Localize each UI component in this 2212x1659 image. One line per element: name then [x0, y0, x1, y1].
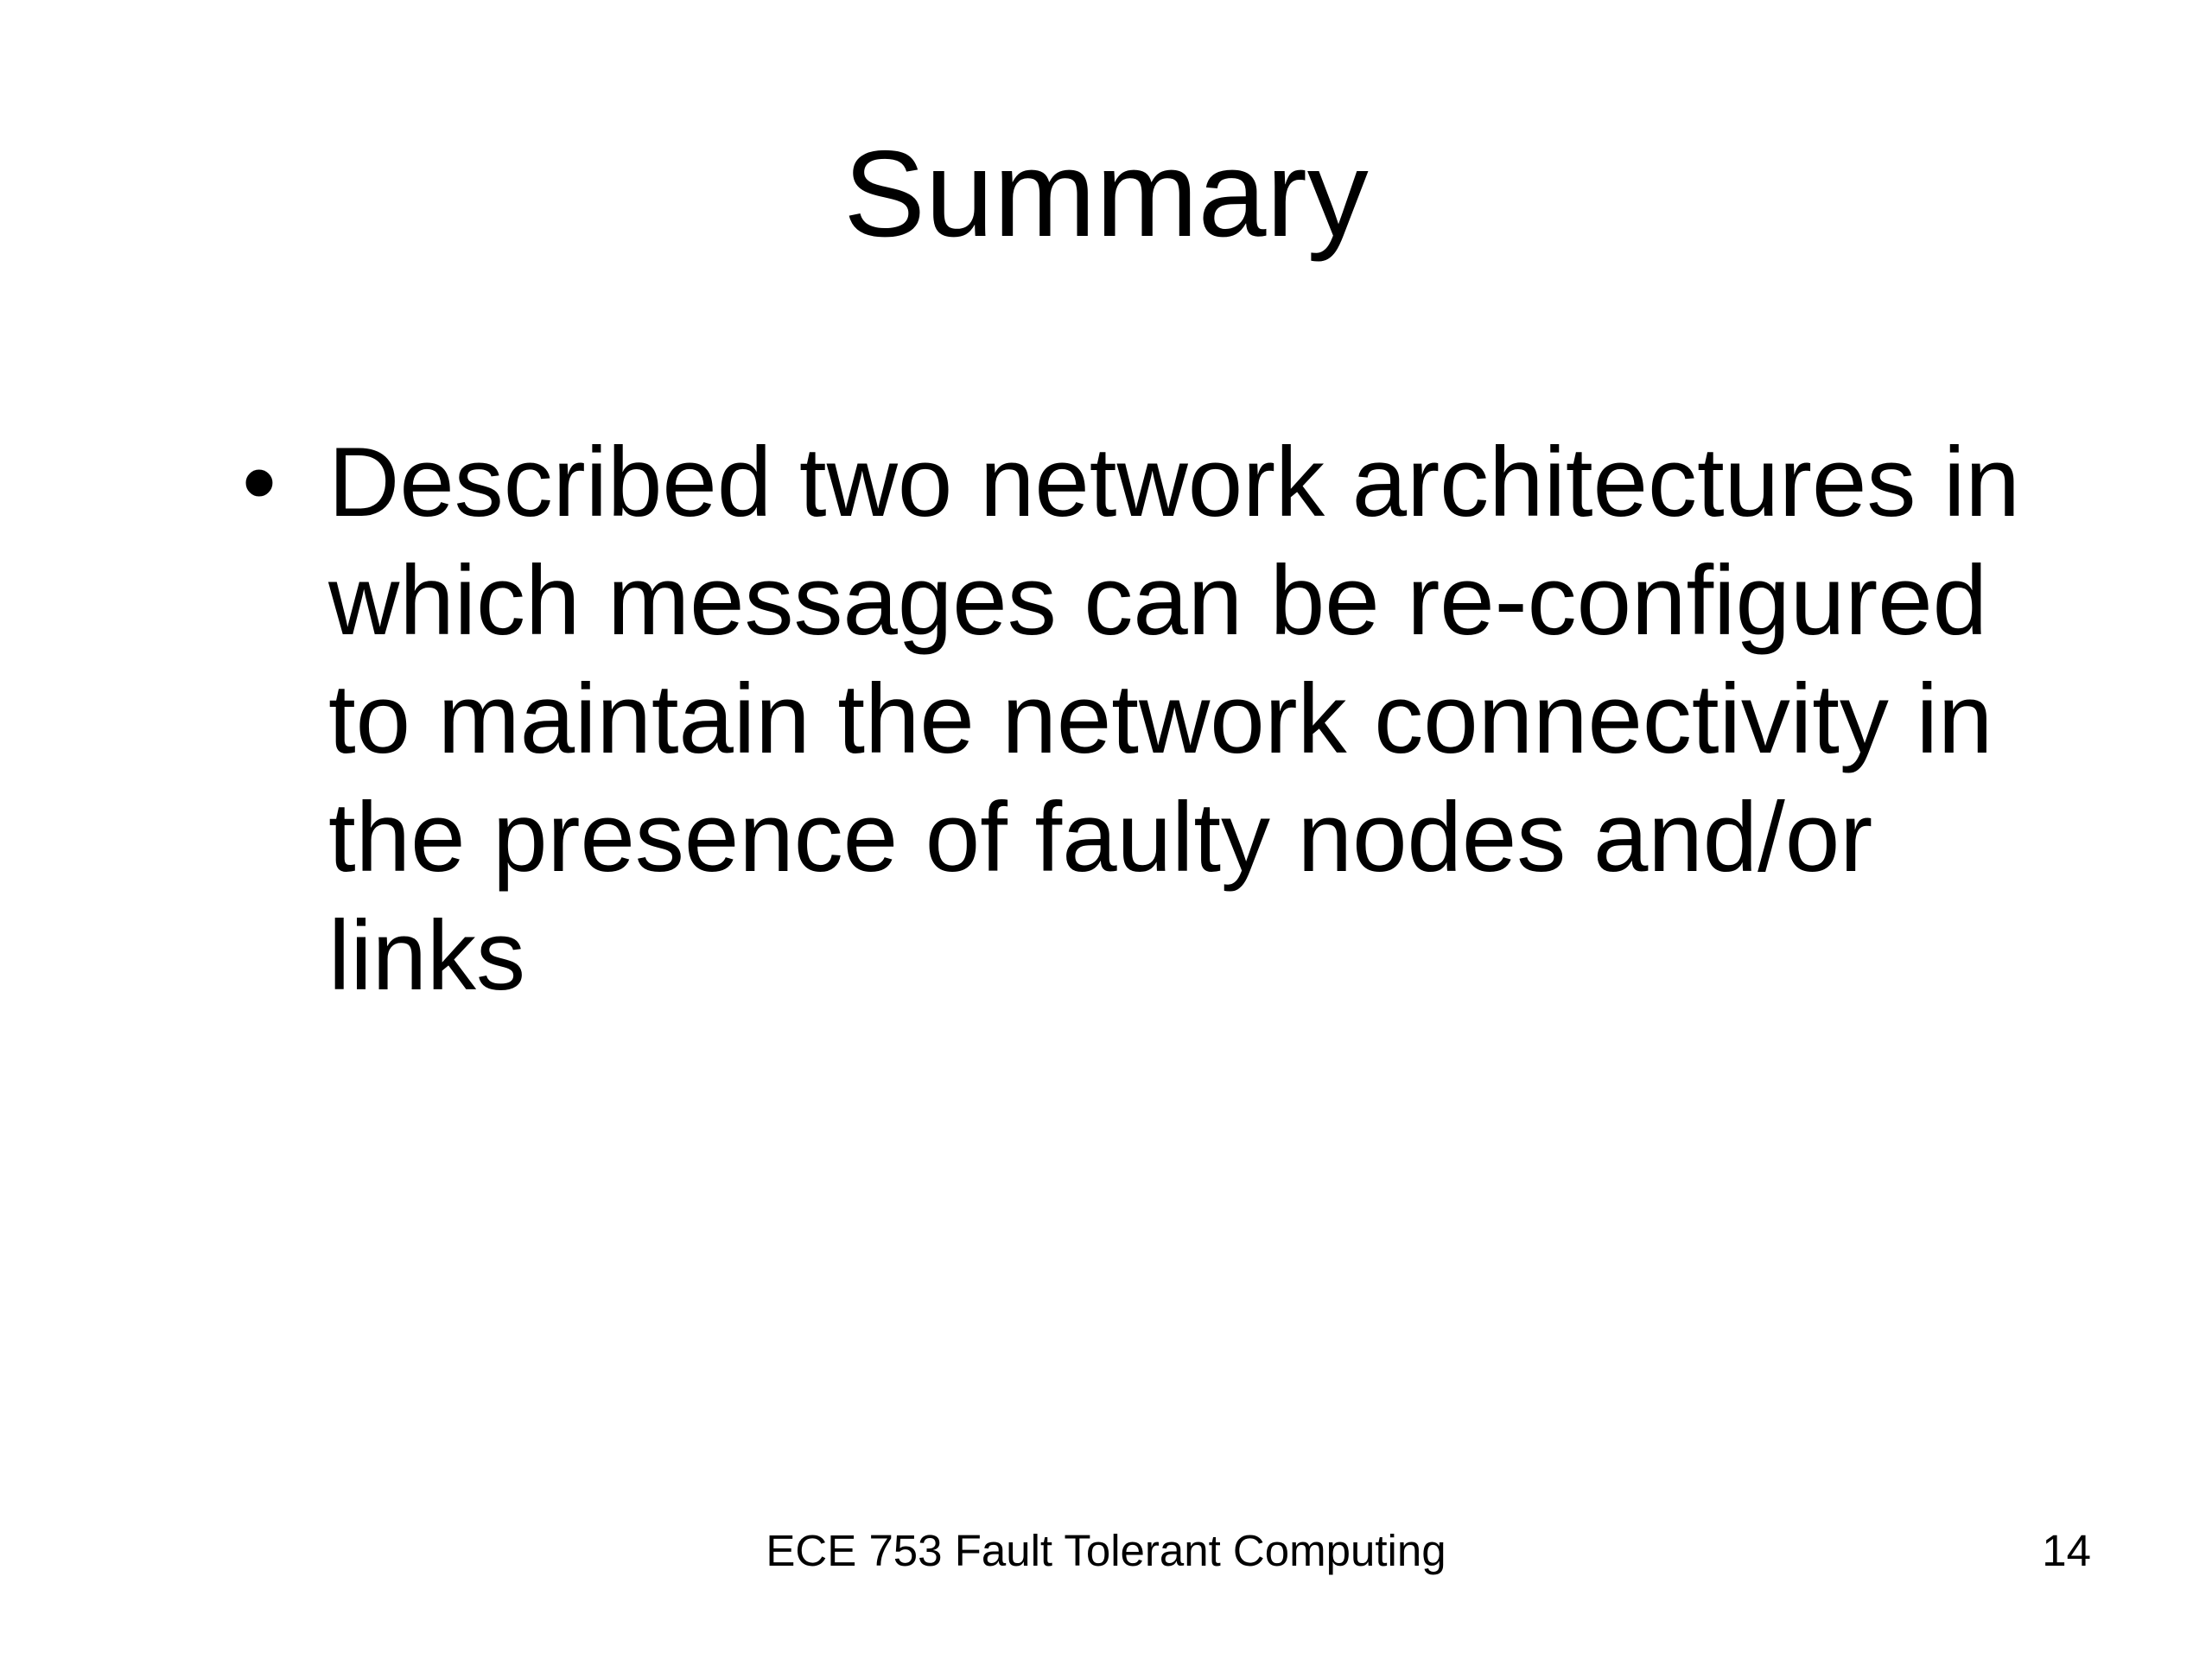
slide-title: Summary [843, 125, 1369, 263]
bullet-item: • Described two network architectures in… [242, 423, 2074, 1015]
footer-course-title: ECE 753 Fault Tolerant Computing [766, 1526, 1446, 1575]
bullet-marker: • [242, 428, 276, 537]
bullet-text: Described two network architectures in w… [328, 428, 2020, 1011]
bullet-list: • Described two network architectures in… [242, 423, 2074, 1015]
page-number: 14 [2042, 1526, 2091, 1575]
